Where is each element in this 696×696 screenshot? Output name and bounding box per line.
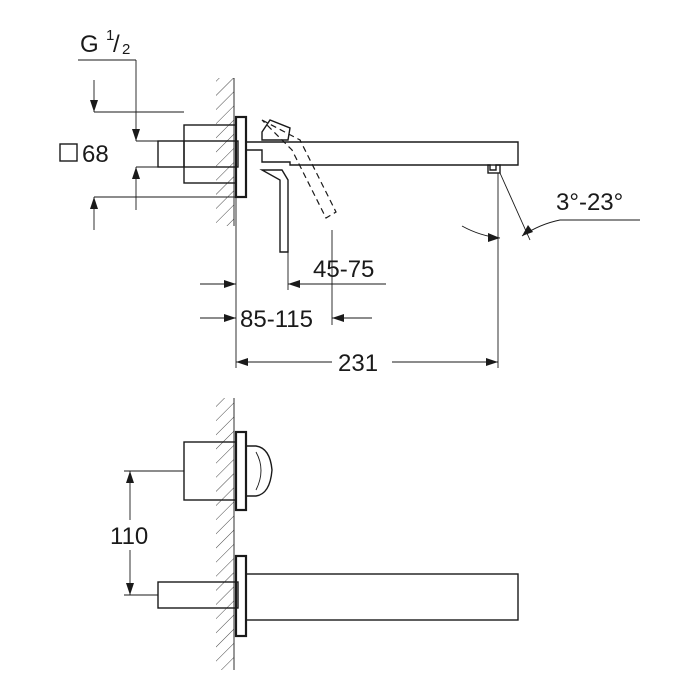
spout-top: [245, 141, 519, 171]
escutcheon-size-label: 68: [82, 141, 109, 168]
side-elevation-view: [78, 59, 640, 368]
lever-front: [245, 445, 273, 497]
thread-fraction-slash: /: [113, 31, 120, 58]
vertical-distance-label: 110: [110, 523, 148, 550]
range-small-label: 45-75: [313, 256, 374, 283]
angle-range-label: 3°-23°: [556, 189, 623, 216]
lever-handle-top: [261, 119, 291, 141]
wall-hatch-bottom: [216, 398, 234, 670]
aerator-top: [487, 164, 501, 174]
escutcheon-plate-top: [234, 115, 248, 199]
spout-front: [245, 573, 519, 621]
handle-plate-front: [234, 430, 248, 512]
lever-stem-top: [259, 169, 289, 253]
range-large-label: 85-115: [240, 306, 313, 333]
lever-alternate-position: [261, 119, 337, 219]
square-outline-icon: [59, 143, 78, 162]
front-elevation-view: [124, 398, 519, 670]
thread-fraction-den: 2: [122, 41, 130, 58]
spout-stub-top: [157, 140, 239, 168]
spout-length-label: 231: [338, 350, 378, 377]
thread-label: G: [80, 31, 99, 58]
wall-hatch-top: [216, 78, 234, 226]
thread-fraction-num: 1: [106, 27, 114, 44]
